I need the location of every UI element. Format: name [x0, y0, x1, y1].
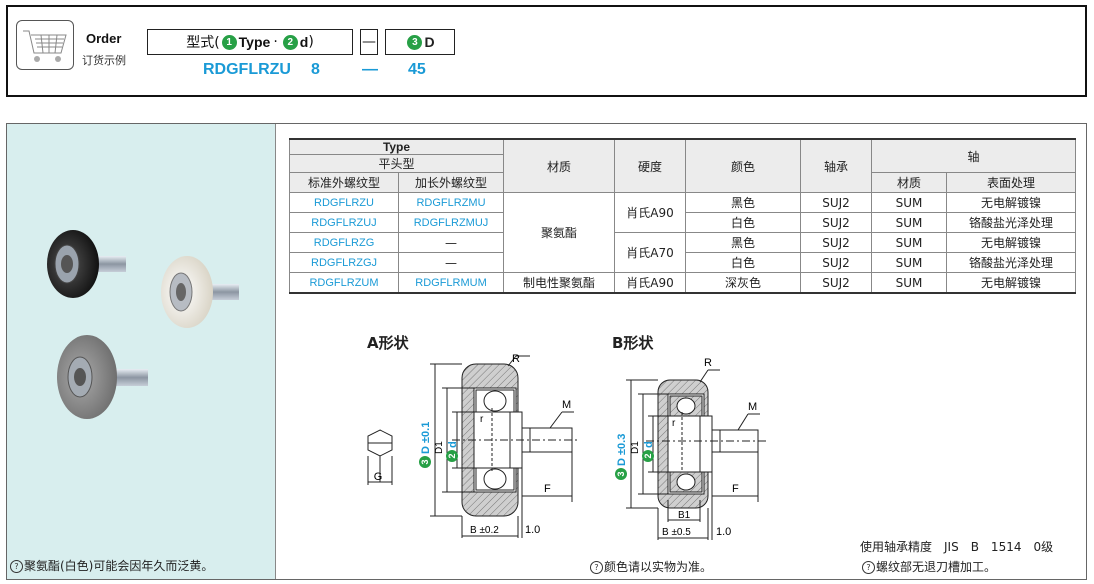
- info-icon: ?: [10, 560, 23, 573]
- example-size: 8: [311, 61, 320, 78]
- photo-note: ?聚氨酯(白色)可能会因年久而泛黄。: [10, 557, 213, 574]
- label-b-d: D ±0.3: [616, 434, 628, 466]
- flat-head-header: 平头型: [289, 154, 504, 173]
- label-b-m: M: [748, 401, 757, 413]
- svg-text:3: 3: [420, 459, 430, 464]
- svg-text:2: 2: [643, 453, 653, 458]
- info-icon: ?: [862, 561, 875, 574]
- type-suffix: ): [308, 34, 314, 50]
- label-a-r: R: [512, 353, 520, 365]
- label-a-f: F: [544, 483, 551, 495]
- label-a-1: 1.0: [525, 524, 540, 536]
- label-a-d1: D1: [434, 441, 445, 454]
- table-row: RDGFLRZGJ — 白色 SUJ2 SUM 铬酸盐光泽处理: [289, 252, 1076, 273]
- example-dash: —: [362, 61, 378, 78]
- number-3-icon: [419, 456, 431, 468]
- shape-a-title: A形状: [367, 334, 409, 352]
- cart-icon: [16, 20, 74, 70]
- hardness-a90: 肖氏A90: [614, 192, 686, 233]
- label-b-d1: D1: [630, 441, 641, 454]
- number-3-icon: [615, 468, 627, 480]
- spec-table: Type 材质 硬度 颜色 轴承 轴 平头型 标准外螺纹型 加长外螺纹型 材质 …: [289, 138, 1076, 294]
- label-b-r: R: [704, 357, 712, 369]
- number-2-icon: [446, 450, 458, 462]
- order-title: Order: [86, 31, 122, 46]
- type-dot: ·: [273, 34, 278, 50]
- table-row: RDGFLRZG — 肖氏A70 黑色 SUJ2 SUM 无电解镀镍: [289, 232, 1076, 273]
- bearing-precision-note: 使用轴承精度 JIS B 1514 0级: [860, 540, 1054, 554]
- merged-material: 聚氨酯: [503, 192, 615, 273]
- example-d: 45: [408, 61, 426, 78]
- dash-box: —: [360, 29, 378, 55]
- type-box: 型式( 1 Type · 2 d ): [147, 29, 353, 55]
- label-a-d: D ±0.1: [420, 422, 432, 454]
- product-photo: [7, 124, 276, 579]
- type-prefix: 型式(: [186, 35, 220, 51]
- number-2-icon: [642, 450, 654, 462]
- color-note: ?颜色请以实物为准。: [590, 558, 712, 575]
- bearing-header: 轴承: [800, 138, 872, 193]
- label-b-b1: B1: [678, 510, 691, 521]
- shaft-header: 轴: [871, 138, 1076, 173]
- example-code: RDGFLRZU: [203, 61, 291, 78]
- label-a-dsmall: d: [447, 441, 459, 448]
- label-b-1: 1.0: [716, 526, 731, 538]
- label-a-b: B ±0.2: [470, 525, 499, 536]
- label-b-dsmall: d: [643, 441, 655, 448]
- thread-note: ?螺纹部无退刀槽加工。: [862, 558, 996, 575]
- type-header: Type: [289, 138, 504, 155]
- material-header: 材质: [503, 138, 615, 193]
- number-2-icon: 2: [282, 34, 298, 50]
- main-panel: [6, 123, 1087, 580]
- table-row: RDGFLRZU RDGFLRZMU 聚氨酯 肖氏A90 黑色 SUJ2 SUM…: [289, 192, 1076, 273]
- shape-b-title: B形状: [612, 334, 654, 352]
- label-a-r-inner: r: [480, 414, 484, 425]
- order-subtitle: 订货示例: [82, 54, 126, 67]
- d-box: 3 D: [385, 29, 455, 55]
- svg-text:2: 2: [447, 453, 457, 458]
- info-icon: ?: [590, 561, 603, 574]
- table-row: RDGFLRZUM RDGFLRMUM 制电性聚氨酯 肖氏A90 深灰色 SUJ…: [289, 272, 1076, 294]
- number-1-icon: 1: [221, 34, 237, 50]
- surface-header: 表面处理: [946, 172, 1076, 193]
- number-3-icon: 3: [407, 34, 423, 50]
- type-word: Type: [238, 34, 271, 50]
- svg-text:3: 3: [616, 471, 626, 476]
- color-header: 颜色: [685, 138, 801, 193]
- type-d: d: [299, 34, 309, 50]
- label-b-b: B ±0.5: [662, 527, 691, 538]
- long-thread-header: 加长外螺纹型: [398, 172, 504, 193]
- hardness-a70: 肖氏A70: [614, 232, 686, 273]
- shaft-material-header: 材质: [871, 172, 947, 193]
- std-thread-header: 标准外螺纹型: [289, 172, 399, 193]
- drawing-a: [367, 355, 580, 538]
- hardness-header: 硬度: [614, 138, 686, 193]
- drawing-b: [626, 369, 766, 540]
- technical-drawings: G R r M F B ±0.2 1.0 3 D ±0.1 D1 2 d: [367, 353, 766, 540]
- label-a-m: M: [562, 399, 571, 411]
- order-panel: [6, 5, 1087, 97]
- label-a-g: G: [374, 471, 383, 483]
- label-b-f: F: [732, 483, 739, 495]
- d-label: D: [424, 34, 435, 50]
- label-b-r-inner: r: [672, 418, 676, 429]
